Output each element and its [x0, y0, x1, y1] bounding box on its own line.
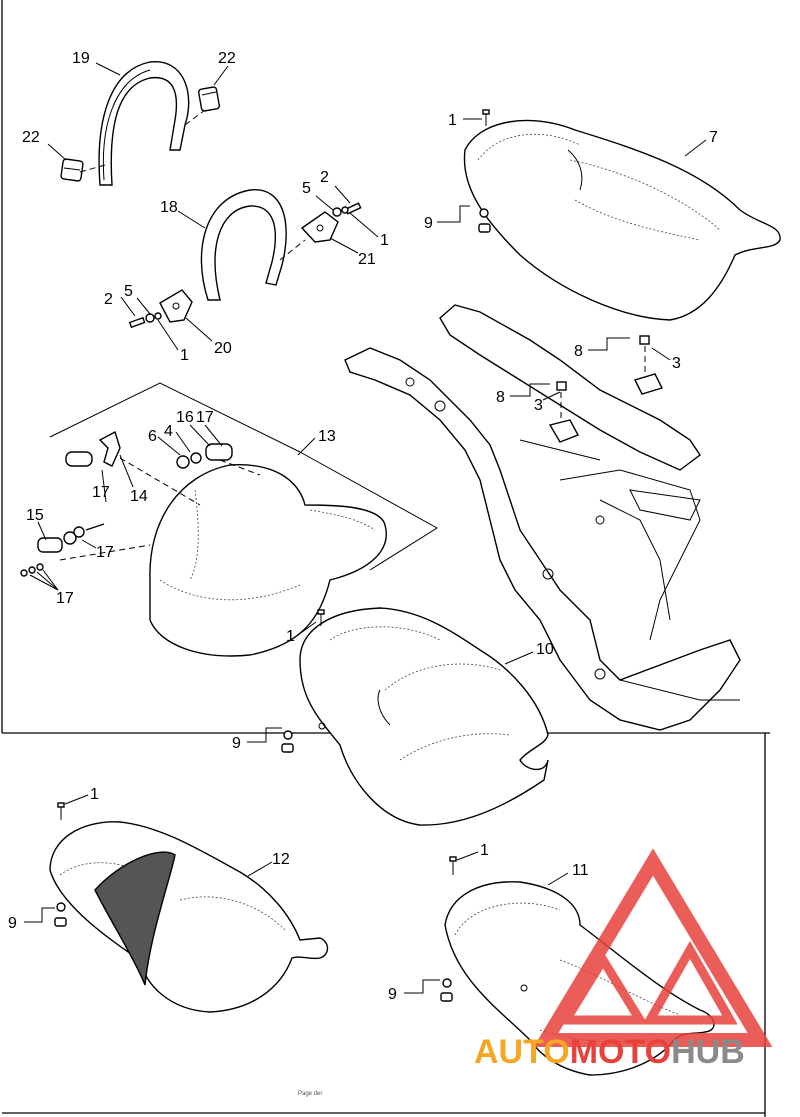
callout-labels: 19 22 22 18 2 5 1 21 2 5 1 20 1 7 9 8 3 …	[8, 50, 718, 1003]
callout-4: 4	[164, 423, 173, 440]
watermark-logo: AUTOMOTOHUB	[474, 848, 773, 1071]
backrest-hardware	[20, 430, 233, 577]
nut-washer-9-seat12	[54, 902, 67, 927]
callout-1-seat7: 1	[448, 112, 457, 129]
callout-17-bottom: 17	[56, 590, 74, 607]
screw-1-seat11	[449, 856, 457, 875]
callout-12: 12	[272, 851, 290, 868]
callout-8-lower: 8	[496, 389, 505, 406]
nut-washer-9-top	[478, 208, 491, 233]
sissy-bar-18	[200, 189, 287, 301]
callout-18: 18	[160, 199, 178, 216]
callout-22-left: 22	[22, 129, 40, 146]
callout-6: 6	[148, 428, 157, 445]
callout-2-top: 2	[320, 169, 329, 186]
callout-9-seat7: 9	[424, 215, 433, 232]
screw-1-seat10	[317, 609, 325, 626]
callout-1-seat12: 1	[90, 786, 99, 803]
seat-12	[49, 821, 329, 1013]
seat-10	[299, 607, 549, 826]
callout-9-seat10: 9	[232, 735, 241, 752]
callout-1-left-bracket: 1	[180, 347, 189, 364]
bolt-washer-set-top	[332, 202, 362, 217]
callout-8-upper: 8	[574, 343, 583, 360]
bracket-3-lower	[548, 419, 579, 443]
screw-1-seat12	[57, 802, 65, 820]
seat-7	[463, 119, 781, 321]
callout-17-mid: 17	[96, 544, 114, 561]
screw-8-upper	[639, 335, 650, 345]
screw-8-lower	[556, 381, 567, 391]
callout-10: 10	[536, 641, 554, 658]
callout-21: 21	[358, 251, 376, 268]
footer-text: Page der	[298, 1091, 322, 1097]
callout-5-left: 5	[124, 283, 133, 300]
watermark-triangle-icon	[533, 848, 773, 1047]
bracket-20	[159, 289, 193, 323]
callout-3-lower: 3	[534, 397, 543, 414]
callout-9-seat11: 9	[388, 986, 397, 1003]
motorcycle-frame	[344, 304, 741, 731]
callout-7: 7	[709, 129, 718, 146]
bracket-3-upper	[634, 373, 663, 395]
callout-13: 13	[318, 428, 336, 445]
nut-washer-9-seat10	[281, 722, 326, 753]
backrest-13	[149, 464, 387, 657]
callout-15: 15	[26, 507, 44, 524]
callout-9-seat12: 9	[8, 915, 17, 932]
bushing-22-right	[198, 86, 220, 112]
page-frame	[1, 0, 770, 1117]
bracket-21	[300, 211, 339, 243]
callout-1-top-bracket: 1	[380, 232, 389, 249]
sissy-bar-upright-19	[98, 61, 190, 186]
callout-20: 20	[214, 340, 232, 357]
callout-16: 16	[176, 409, 194, 426]
callout-1-seat11: 1	[480, 842, 489, 859]
bushing-22-left	[60, 158, 84, 182]
screw-1-top	[482, 109, 490, 126]
callout-17-left: 17	[92, 484, 110, 501]
callout-3-upper: 3	[672, 355, 681, 372]
callout-1-seat10: 1	[286, 628, 295, 645]
watermark-text: AUTOMOTOHUB	[474, 1033, 745, 1071]
leader-lines	[24, 62, 707, 994]
callout-2-left: 2	[104, 291, 113, 308]
callout-14: 14	[130, 488, 148, 505]
bolt-washer-set-left	[128, 312, 162, 329]
callout-22-right: 22	[218, 50, 236, 67]
exploded-view-border	[49, 382, 438, 571]
callout-11: 11	[572, 862, 589, 879]
callout-19: 19	[72, 50, 90, 67]
callout-17-top: 17	[196, 409, 214, 426]
nut-washer-9-seat11	[440, 978, 528, 1002]
callout-5-top: 5	[302, 180, 311, 197]
